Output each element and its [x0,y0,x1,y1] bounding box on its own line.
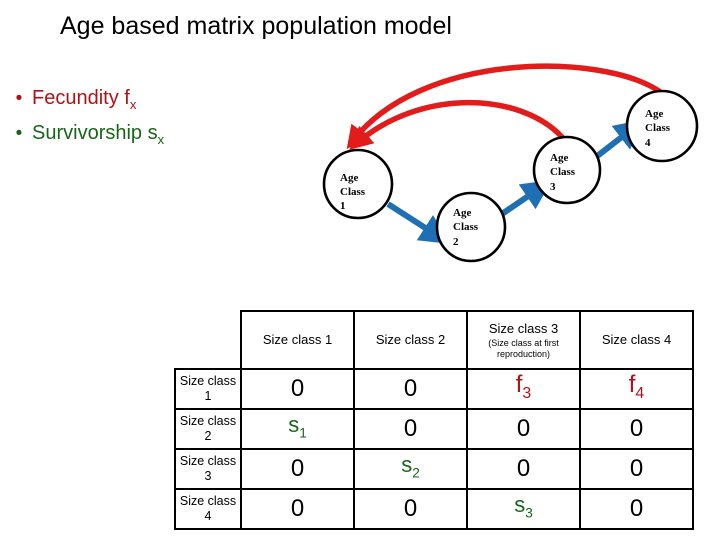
life-cycle-diagram: Age Class 1 Age Class 2 Age Class 3 Age … [322,63,699,263]
cell-r3c2: s2 [353,448,468,490]
node-age-class-3[interactable]: Age Class 3 [532,135,602,205]
column-header-label: Size class 3 [488,320,559,336]
cell-subscript: 2 [412,465,420,481]
column-header-size-class-4: Size class 4 [579,310,694,370]
cell-subscript: 3 [522,384,532,402]
bullet-item-fecundity: • Fecundity fx [12,84,312,119]
age-class-1-line2: Class [340,186,366,198]
age-class-3-line3: 3 [550,181,556,193]
cell-r2c3: 0 [466,408,581,450]
age-class-2-line1: Age [453,207,471,219]
age-class-1-line1: Age [340,172,358,184]
survival-arrow-class2-to-class3 [497,179,552,219]
age-class-1-circle[interactable] [322,148,394,220]
cell-text: 0 [403,495,418,522]
fecundity-arrow-class4-to-class1 [346,63,662,150]
node-age-class-1[interactable]: Age Class 1 [322,148,394,220]
fecundity-arrow-group [346,63,662,150]
table-row: Size class 1 0 0 f3 f4 [174,368,694,410]
column-header-label: Size class 4 [601,332,672,347]
table-row: Size class 4 0 0 s3 0 [174,488,694,530]
cell-text: 0 [290,375,305,402]
age-class-1-line3: 1 [340,200,346,212]
table-header-row: Size class 1 Size class 2 Size class 3 (… [175,310,694,370]
cell-r1c4: f4 [579,368,694,410]
cell-text: f [515,370,523,398]
row-header-size-class-1: Size class 1 [174,368,242,410]
column-header-size-class-1: Size class 1 [240,310,355,370]
cell-r3c3: 0 [466,448,581,490]
cell-r2c2: 0 [353,408,468,450]
fecundity-arrow-class3-to-class1 [349,99,565,150]
cell-text: s [401,451,413,477]
page-title: Age based matrix population model [60,12,452,40]
bullet-dot-icon: • [15,88,23,109]
age-class-2-circle[interactable] [435,191,507,263]
table-row: Size class 2 s1 0 0 0 [174,408,694,450]
cell-text: 0 [516,455,531,482]
cell-text: 0 [403,415,418,442]
cell-text: s [514,491,526,517]
cell-r1c2: 0 [353,368,468,410]
row-header-size-class-3: Size class 3 [174,448,242,490]
cell-text: 0 [516,415,531,442]
age-class-3-circle[interactable] [532,135,602,205]
bullet-text-fecundity: Fecundity f [32,87,130,109]
age-class-3-line2: Class [550,166,576,178]
cell-r2c4: 0 [579,408,694,450]
cell-text: 0 [290,495,305,522]
cell-r3c1: 0 [240,448,355,490]
column-header-label: Size class 2 [375,332,446,347]
age-class-4-circle[interactable] [625,89,699,163]
cell-text: 0 [290,455,305,482]
bullet-text-survivorship: Survivorship s [32,122,158,144]
bullet-subscript-survivorship: x [157,132,165,147]
cell-r4c3: s3 [466,488,581,530]
cell-text: 0 [629,495,644,522]
cell-text: 0 [629,415,644,442]
age-class-4-line3: 4 [645,137,651,149]
node-age-class-2[interactable]: Age Class 2 [435,191,507,263]
column-header-note: (Size class at first reproduction) [488,337,559,359]
bullet-list: • Fecundity fx • Survivorship sx [12,84,312,154]
age-class-4-line1: Age [645,108,663,120]
cell-text: 0 [629,455,644,482]
column-header-size-class-3: Size class 3 (Size class at first reprod… [466,310,581,370]
age-class-4-line2: Class [645,122,671,134]
table-row: Size class 3 0 s2 0 0 [174,448,694,490]
survival-arrow-class1-to-class2 [386,201,451,244]
cell-text: f [628,370,636,398]
bullet-label-fecundity: Fecundity fx [26,84,136,119]
column-header-label: Size class 1 [262,332,333,347]
cell-subscript: 3 [525,505,533,521]
bullet-item-survivorship: • Survivorship sx [12,119,312,154]
bullet-dot-icon: • [15,123,23,144]
cell-text: 0 [403,375,418,402]
row-header-size-class-4: Size class 4 [174,488,242,530]
age-class-2-line2: Class [453,221,479,233]
node-age-class-4[interactable]: Age Class 4 [625,89,699,163]
cell-r1c3: f3 [466,368,581,410]
cell-r4c2: 0 [353,488,468,530]
column-header-size-class-2: Size class 2 [353,310,468,370]
bullet-subscript-fecundity: x [129,97,137,112]
cell-subscript: 4 [635,384,645,402]
row-header-size-class-2: Size class 2 [174,408,242,450]
transition-matrix-table: Size class 1 Size class 2 Size class 3 (… [174,310,694,530]
cell-r2c1: s1 [240,408,355,450]
cell-r1c1: 0 [240,368,355,410]
cell-r4c1: 0 [240,488,355,530]
cell-text: s [288,411,300,437]
age-class-3-line1: Age [550,152,568,164]
table-corner-cell [175,311,241,369]
cell-r3c4: 0 [579,448,694,490]
bullet-label-survivorship: Survivorship sx [26,119,164,154]
age-class-2-line3: 2 [453,236,459,248]
cell-r4c4: 0 [579,488,694,530]
cell-subscript: 1 [299,425,307,441]
